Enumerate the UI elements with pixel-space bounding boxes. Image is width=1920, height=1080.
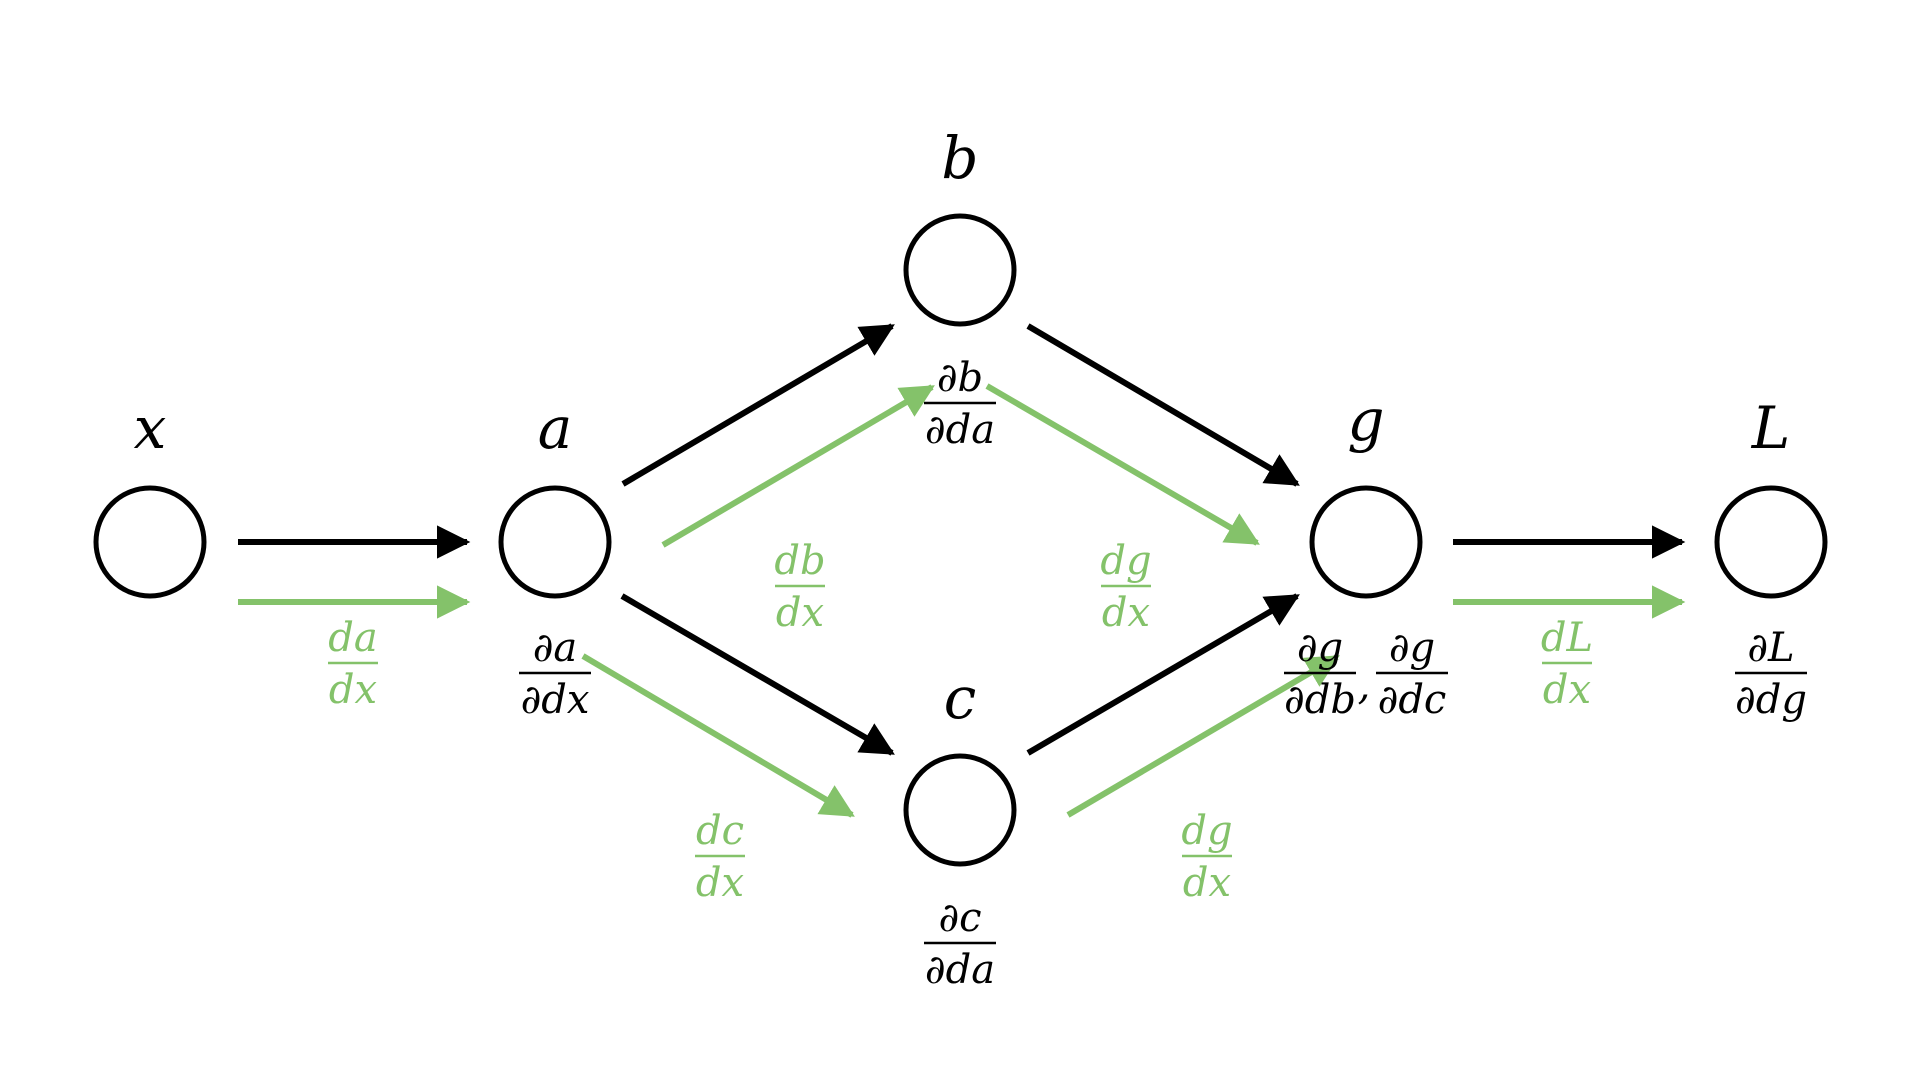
local-derivative-a: ∂a ∂dx: [519, 625, 591, 723]
gradient-label-g-L-numerator: dL: [1541, 615, 1593, 661]
node-label-a: a: [538, 394, 573, 462]
node-g: [1309, 485, 1423, 599]
local-derivative-g-1: ∂g ∂db: [1284, 625, 1356, 723]
local-derivative-g-1-denominator: ∂db: [1284, 677, 1356, 723]
local-derivative-c-numerator: ∂c: [938, 895, 981, 941]
gradient-arrow-b-g: [985, 383, 1260, 546]
gradient-label-x-a-denominator: dx: [329, 667, 377, 713]
local-derivative-g-2-denominator: ∂dc: [1378, 677, 1447, 723]
local-derivative-g-1-numerator: ∂g: [1297, 625, 1343, 671]
node-b: [903, 213, 1017, 327]
node-label-c: c: [944, 664, 976, 732]
forward-edges-layer: [238, 323, 1686, 756]
labels-layer: da dx db dx dc dx dg dx dg dx dL dx x a ∂a ∂dx b ∂b ∂da c ∂c…: [134, 124, 1807, 993]
local-derivative-b-numerator: ∂b: [937, 355, 983, 401]
node-label-x: x: [134, 394, 167, 462]
gradient-label-c-g-denominator: dx: [1183, 860, 1231, 906]
local-derivative-b: ∂b ∂da: [924, 355, 996, 453]
gradient-edges-layer: [238, 383, 1686, 818]
forward-arrow-c-g: [1026, 593, 1300, 756]
local-derivative-L-denominator: ∂dg: [1735, 677, 1807, 723]
gradient-label-x-a-numerator: da: [328, 615, 377, 661]
gradient-label-a-c-denominator: dx: [696, 860, 744, 906]
gradient-label-a-b-numerator: db: [774, 538, 825, 584]
gradient-label-g-L: dL dx: [1541, 615, 1593, 713]
local-derivative-L-numerator: ∂L: [1747, 625, 1794, 671]
gradient-label-a-b: db dx: [774, 538, 825, 636]
local-derivative-b-denominator: ∂da: [925, 407, 995, 453]
local-derivative-c: ∂c ∂da: [924, 895, 996, 993]
forward-arrow-a-b: [621, 323, 895, 487]
gradient-arrow-a-b: [661, 384, 935, 548]
gradient-label-c-g-numerator: dg: [1181, 808, 1232, 854]
local-derivative-L: ∂L ∂dg: [1735, 625, 1807, 723]
node-label-L: L: [1751, 394, 1791, 462]
local-derivative-a-denominator: ∂dx: [521, 677, 590, 723]
forward-arrow-b-g: [1026, 323, 1300, 487]
gradient-arrow-a-c: [581, 653, 855, 818]
local-derivative-a-numerator: ∂a: [533, 625, 578, 671]
node-label-b: b: [941, 124, 978, 192]
local-derivative-g-2: ∂g ∂dc: [1376, 625, 1448, 723]
gradient-label-a-b-denominator: dx: [776, 590, 824, 636]
nodes-layer: [93, 213, 1828, 867]
gradient-label-b-g-denominator: dx: [1102, 590, 1150, 636]
forward-arrow-a-c: [620, 593, 895, 756]
node-x: [93, 485, 207, 599]
local-derivative-g-2-numerator: ∂g: [1389, 625, 1435, 671]
gradient-label-a-c: dc dx: [695, 808, 745, 906]
gradient-label-c-g: dg dx: [1181, 808, 1232, 906]
node-L: [1714, 485, 1828, 599]
node-c: [903, 753, 1017, 867]
gradient-label-g-L-denominator: dx: [1543, 667, 1591, 713]
gradient-label-b-g: dg dx: [1100, 538, 1151, 636]
node-label-g: g: [1347, 386, 1384, 454]
gradient-label-b-g-numerator: dg: [1100, 538, 1151, 584]
local-derivative-c-denominator: ∂da: [925, 947, 995, 993]
node-a: [498, 485, 612, 599]
gradient-arrow-c-g: [1066, 654, 1340, 818]
local-derivative-separator: ,: [1358, 663, 1371, 709]
gradient-label-a-c-numerator: dc: [696, 808, 744, 854]
gradient-label-x-a: da dx: [328, 615, 378, 713]
